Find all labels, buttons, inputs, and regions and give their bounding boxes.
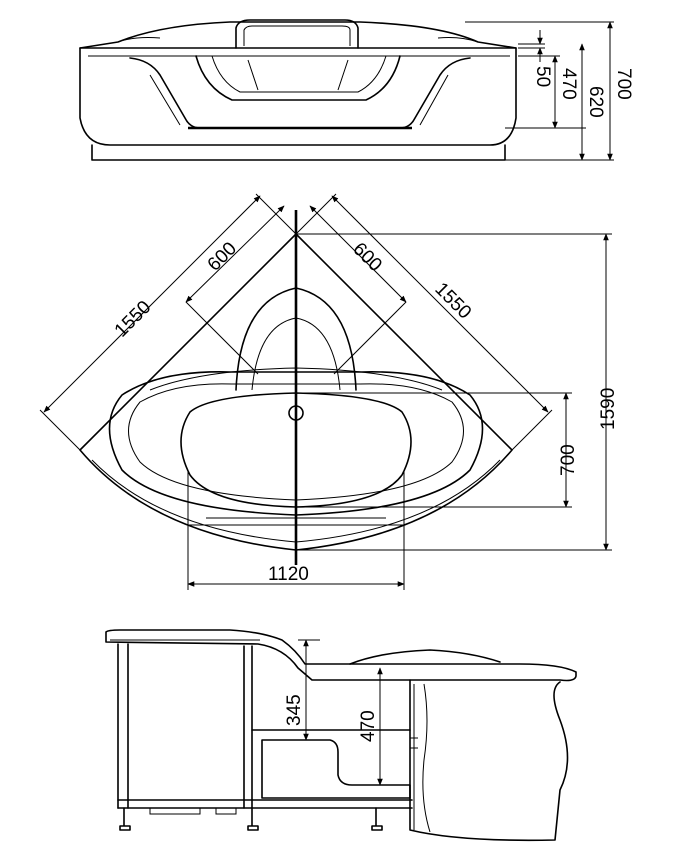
front-dim-470: 470 xyxy=(558,68,579,100)
plan-dim-700: 700 xyxy=(558,444,579,476)
plan-dim-1120: 1120 xyxy=(268,564,309,585)
front-rim xyxy=(79,21,517,49)
front-body xyxy=(79,47,517,146)
side-view: 345 470 xyxy=(105,629,577,842)
front-headrest xyxy=(235,19,359,49)
front-base xyxy=(91,144,506,161)
plan-ext-rr xyxy=(511,409,553,451)
side-dim-470: 470 xyxy=(358,710,379,742)
plan-dim-600-left: 600 xyxy=(204,238,241,275)
plan-dim-1550-left-line xyxy=(43,195,261,413)
plan-ext-ll xyxy=(39,409,81,451)
plan-dim-1590: 1590 xyxy=(598,388,619,430)
plan-dim-600-left-line xyxy=(185,205,285,303)
front-window-inner xyxy=(211,55,387,93)
front-window xyxy=(195,55,401,101)
plan-ext-rt xyxy=(295,193,337,235)
front-window-struts xyxy=(247,59,349,91)
side-seat xyxy=(261,739,411,799)
plan-ext-600-l xyxy=(185,301,259,375)
side-frame-feet xyxy=(149,808,237,815)
side-dim-345: 345 xyxy=(284,694,305,726)
front-panel xyxy=(129,57,471,129)
front-ext-lines xyxy=(465,21,614,161)
front-rim-detail xyxy=(117,37,479,43)
plan-dim-600-right-line xyxy=(309,205,407,303)
front-dim-700: 700 xyxy=(613,68,634,100)
plan-dim-1550-left: 1550 xyxy=(111,297,156,342)
plan-ext-600-r xyxy=(333,301,407,375)
front-headrest-inner xyxy=(243,25,351,46)
side-panel-right xyxy=(409,679,569,842)
front-panel-edges xyxy=(149,74,449,126)
side-deck xyxy=(105,629,577,682)
side-panel-curve xyxy=(422,683,431,833)
front-dim-50: 50 xyxy=(532,66,553,87)
front-dim-620: 620 xyxy=(585,86,606,118)
side-fittings xyxy=(410,737,418,749)
side-frame-bottom xyxy=(117,799,413,809)
side-frame-left xyxy=(117,643,253,809)
side-legs xyxy=(119,807,383,831)
plan-dim-1550-right-line xyxy=(331,195,549,413)
side-hump xyxy=(349,649,501,665)
plan-view: 1550 1550 600 600 1590 700 1120 xyxy=(39,193,619,590)
front-view: 50 470 620 700 xyxy=(79,19,634,161)
